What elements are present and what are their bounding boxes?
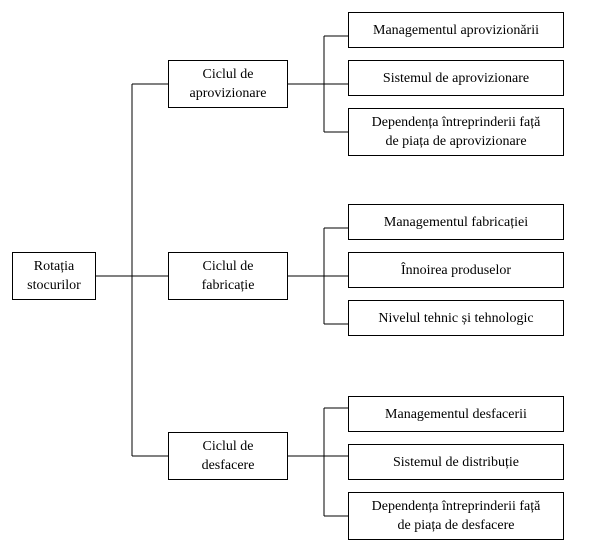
item-label: Dependența întreprinderii față de piața … bbox=[371, 499, 541, 533]
item-node: Dependența întreprinderii față de piața … bbox=[348, 108, 564, 156]
cycle-label: Ciclul de aprovizionare bbox=[189, 67, 267, 101]
item-label: Managementul aprovizionării bbox=[373, 22, 539, 38]
root-label: Rotația stocurilor bbox=[27, 259, 81, 293]
cycle-label: Ciclul de fabricație bbox=[201, 259, 255, 293]
item-label: Sistemul de aprovizionare bbox=[382, 70, 530, 86]
root-node: Rotația stocurilor bbox=[12, 252, 96, 300]
item-label: Managementul desfacerii bbox=[385, 406, 527, 422]
item-node: Înnoirea produselor bbox=[348, 252, 564, 288]
item-node: Managementul desfacerii bbox=[348, 396, 564, 432]
cycle-label: Ciclul de desfacere bbox=[201, 439, 255, 473]
item-node: Managementul aprovizionării bbox=[348, 12, 564, 48]
item-label: Înnoirea produselor bbox=[400, 262, 512, 278]
item-node: Sistemul de distribuție bbox=[348, 444, 564, 480]
cycle-node-aprovizionare: Ciclul de aprovizionare bbox=[168, 60, 288, 108]
cycle-node-desfacere: Ciclul de desfacere bbox=[168, 432, 288, 480]
item-label: Nivelul tehnic și tehnologic bbox=[378, 310, 534, 326]
item-node: Sistemul de aprovizionare bbox=[348, 60, 564, 96]
item-label: Managementul fabricației bbox=[383, 214, 529, 230]
cycle-node-fabricatie: Ciclul de fabricație bbox=[168, 252, 288, 300]
item-node: Managementul fabricației bbox=[348, 204, 564, 240]
item-label: Sistemul de distribuție bbox=[393, 454, 519, 470]
item-label: Dependența întreprinderii față de piața … bbox=[371, 115, 541, 149]
item-node: Nivelul tehnic și tehnologic bbox=[348, 300, 564, 336]
item-node: Dependența întreprinderii față de piața … bbox=[348, 492, 564, 540]
